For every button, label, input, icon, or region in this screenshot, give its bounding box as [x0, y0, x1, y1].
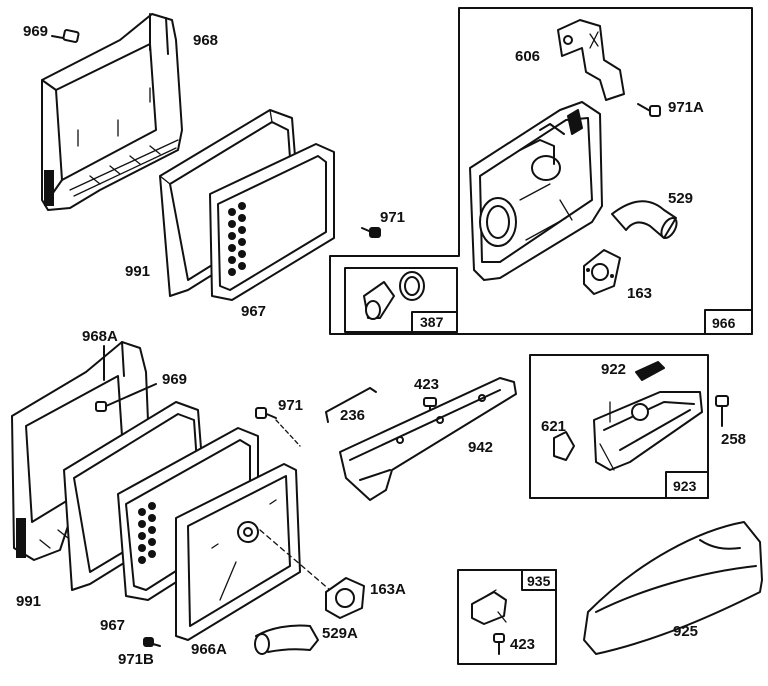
label-969-bottom: 969 — [162, 371, 187, 388]
part-529A-tube — [254, 624, 319, 655]
part-969-screw-top — [51, 29, 80, 43]
part-967-filter-top — [209, 143, 335, 301]
part-236-link — [325, 387, 377, 423]
label-922: 922 — [601, 361, 626, 378]
label-387: 387 — [420, 314, 444, 330]
part-966A-cover — [175, 463, 331, 641]
label-991-bottom: 991 — [16, 593, 41, 610]
label-423-mid: 423 — [414, 376, 439, 393]
label-971B: 971B — [118, 651, 154, 668]
kit-966-outline — [329, 7, 753, 335]
label-971-mid: 971 — [380, 209, 405, 226]
label-966A: 966A — [191, 641, 227, 658]
label-606: 606 — [515, 48, 540, 65]
part-529-tube — [611, 200, 678, 239]
part-971B-screw — [143, 637, 161, 647]
part-969-screw-bottom — [95, 383, 157, 412]
label-923: 923 — [673, 478, 697, 494]
label-966: 966 — [712, 315, 736, 331]
part-925-cover — [583, 521, 763, 655]
label-967-bottom: 967 — [100, 617, 125, 634]
label-236: 236 — [340, 407, 365, 424]
kit-935-outline — [457, 569, 557, 665]
label-991-top: 991 — [125, 263, 150, 280]
part-966-housing — [469, 101, 603, 281]
label-968A: 968A — [82, 328, 118, 345]
part-971-screw-mid — [361, 227, 381, 238]
part-258-screw — [715, 395, 729, 427]
part-942-bracket — [339, 377, 517, 501]
label-529: 529 — [668, 190, 693, 207]
kit-387-box — [344, 267, 458, 333]
part-968-air-cleaner-base — [41, 13, 183, 211]
label-529A: 529A — [322, 625, 358, 642]
part-163A-gasket — [325, 577, 365, 619]
label-925: 925 — [673, 623, 698, 640]
label-968: 968 — [193, 32, 218, 49]
label-967-top: 967 — [241, 303, 266, 320]
part-606-bracket — [557, 19, 625, 101]
label-971-bottom: 971 — [278, 397, 303, 414]
kit-923-outline — [529, 354, 709, 499]
label-258: 258 — [721, 431, 746, 448]
label-942: 942 — [468, 439, 493, 456]
part-971-screw-bottom — [255, 407, 301, 447]
label-935: 935 — [527, 573, 551, 589]
part-971A-screw — [637, 103, 661, 117]
label-163: 163 — [627, 285, 652, 302]
label-423-bottom: 423 — [510, 636, 535, 653]
part-163-gasket — [583, 249, 621, 295]
label-621: 621 — [541, 418, 566, 435]
label-163A: 163A — [370, 581, 406, 598]
label-971A: 971A — [668, 99, 704, 116]
label-969-top: 969 — [23, 23, 48, 40]
